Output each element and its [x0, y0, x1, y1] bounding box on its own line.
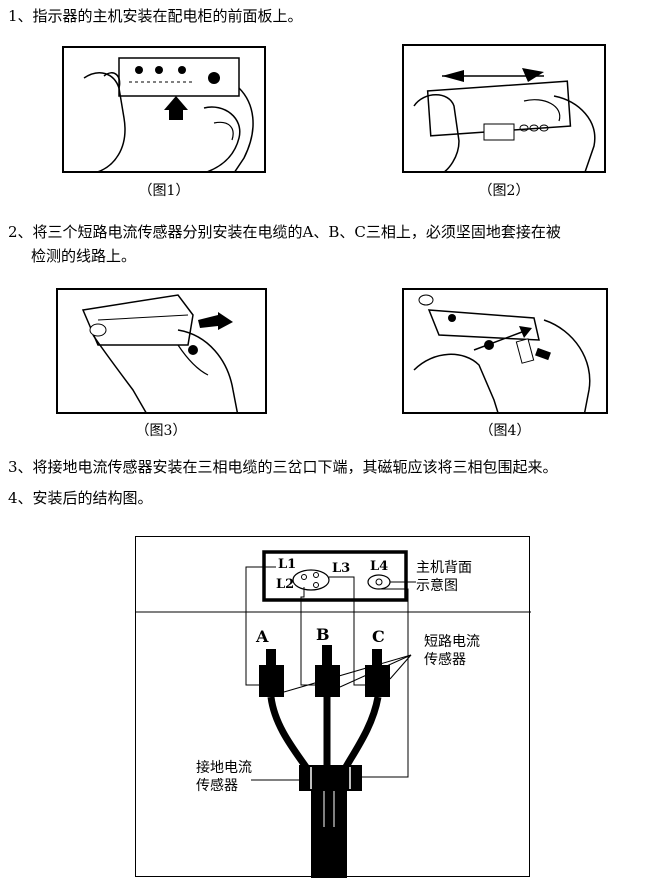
host-back-label: 主机背面 示意图 — [416, 559, 472, 595]
phase-c-label: C — [372, 627, 385, 646]
step-2: 2、将三个短路电流传感器分别安装在电缆的A、B、C三相上，必须坚固地套接在被 检… — [8, 220, 658, 268]
host-back-label-line1: 主机背面 — [416, 560, 472, 576]
terminal-l1-label: L1 — [278, 557, 297, 572]
figure-2 — [402, 44, 606, 173]
short-sensor-label-line1: 短路电流 — [424, 634, 480, 650]
diagram-drawing — [136, 550, 531, 878]
step-3-number: 3、 — [8, 458, 33, 476]
terminal-l4-label: L4 — [370, 559, 389, 574]
step-3: 3、将接地电流传感器安装在三相电缆的三岔口下端，其磁轭应该将三相包围起来。 — [8, 455, 558, 479]
ground-sensor-label-line2: 传感器 — [196, 778, 238, 794]
step-1-number: 1、 — [8, 7, 33, 25]
ground-sensor-label: 接地电流 传感器 — [196, 759, 252, 795]
ground-sensor-label-line1: 接地电流 — [196, 760, 252, 776]
figure-2-illustration — [413, 68, 596, 171]
figure-1-caption: （图1） — [138, 183, 190, 199]
phase-b-label: B — [316, 625, 330, 644]
short-sensor-label-line2: 传感器 — [424, 652, 466, 668]
figure-3-caption: （图3） — [135, 423, 187, 439]
figure-1 — [62, 46, 266, 173]
figure-2-caption: （图2） — [478, 183, 530, 199]
figure-4-caption: （图4） — [479, 423, 531, 439]
figure-1-illustration — [83, 57, 254, 171]
step-2-number: 2、 — [8, 223, 33, 241]
step-2-text: 将三个短路电流传感器分别安装在电缆的A、B、C三相上，必须坚固地套接在被 — [32, 223, 561, 241]
figure-4 — [402, 288, 608, 414]
figure-3-illustration — [81, 294, 238, 412]
step-1-text: 指示器的主机安装在配电柜的前面板上。 — [32, 7, 303, 25]
step-4: 4、安装后的结构图。 — [8, 486, 153, 510]
phase-a-label: A — [256, 627, 269, 646]
step-1: 1、指示器的主机安装在配电柜的前面板上。 — [8, 4, 303, 28]
figure-3 — [56, 288, 267, 414]
terminal-l3-label: L3 — [332, 561, 351, 576]
short-sensor-label: 短路电流 传感器 — [424, 633, 480, 669]
terminal-l2-label: L2 — [276, 577, 295, 592]
figure-4-illustration — [413, 294, 591, 412]
step-4-text: 安装后的结构图。 — [32, 489, 153, 507]
host-back-label-line2: 示意图 — [416, 578, 458, 594]
step-3-text: 将接地电流传感器安装在三相电缆的三岔口下端，其磁轭应该将三相包围起来。 — [32, 458, 558, 476]
step-2-text-cont: 检测的线路上。 — [31, 247, 137, 265]
step-4-number: 4、 — [8, 489, 33, 507]
installation-diagram: L1 L2 L3 L4 主机背面 示意图 A B C 短路电流 传感器 接地电流… — [135, 536, 531, 878]
